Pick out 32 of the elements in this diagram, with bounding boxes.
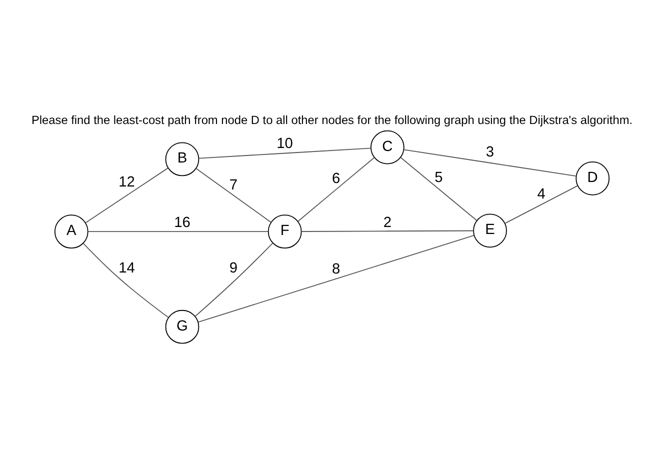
node-circle: C [370, 130, 404, 164]
diagram-title: Please find the least-cost path from node D to all other nodes for the following graph using the Dijkstra's algorithm. [31, 112, 633, 126]
node-circle: E [473, 213, 507, 248]
edge-label: 12 [118, 174, 135, 190]
node-circle: F [268, 214, 302, 248]
connector [198, 147, 372, 158]
connector [85, 166, 169, 223]
edge-label: 3 [486, 144, 494, 160]
edge-label: 8 [332, 261, 340, 278]
connector [82, 242, 169, 318]
edge-label: 9 [229, 260, 238, 276]
connector [300, 230, 474, 232]
edge-label: 2 [383, 214, 392, 230]
edge-label: 10 [276, 136, 293, 152]
connector [400, 156, 478, 220]
node-circle: D [576, 161, 610, 195]
connector [198, 234, 475, 322]
edge-label: 5 [434, 169, 443, 186]
node-circle: G [165, 309, 200, 344]
connector [504, 184, 578, 224]
connector [404, 148, 576, 176]
connector [88, 230, 269, 232]
edge-label: 16 [174, 214, 190, 230]
node-circle: A [54, 214, 88, 248]
edge-label: 4 [537, 186, 546, 202]
connector [194, 242, 274, 316]
edge-label: 7 [229, 176, 238, 193]
connector [196, 168, 272, 222]
node-circle: B [165, 142, 200, 176]
connector [298, 156, 375, 222]
edge-label: 6 [332, 170, 340, 186]
edge-label: 14 [118, 260, 135, 276]
